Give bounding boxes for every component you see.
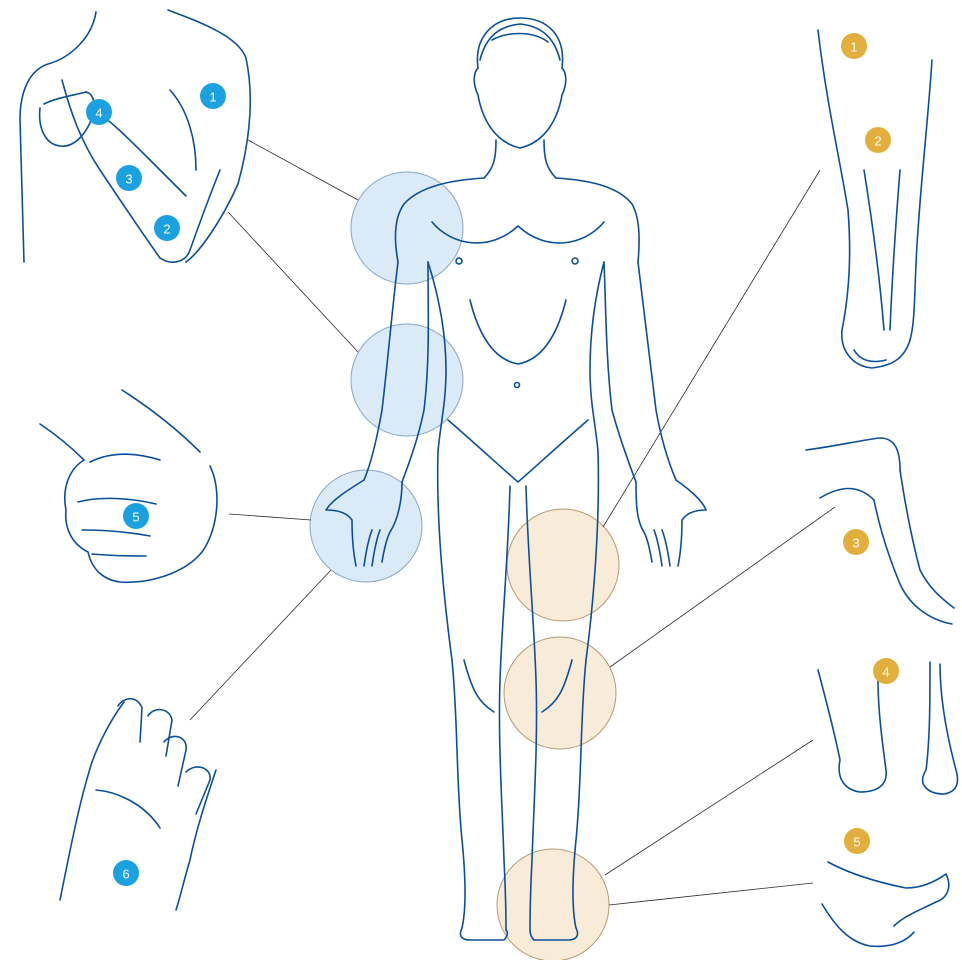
upper-badge-label: 1 [209, 90, 216, 105]
lower-badge-1: 1 [841, 33, 867, 59]
connector-elbow [228, 212, 358, 352]
hair [480, 24, 560, 60]
detail-ankle [822, 862, 949, 946]
upper-badge-4: 4 [86, 99, 112, 125]
ankle-zone [497, 849, 609, 960]
upper-badge-label: 5 [132, 510, 139, 525]
connector-shoulder [248, 140, 358, 200]
connector-toes [605, 740, 813, 875]
connectors [190, 140, 835, 905]
upper-badge-label: 2 [163, 222, 170, 237]
upper-badge-5: 5 [123, 503, 149, 529]
neck-right [544, 140, 556, 178]
lower-badge-label: 2 [874, 134, 881, 149]
upper-badge-2: 2 [154, 215, 180, 241]
connector-hip [603, 170, 820, 527]
upper-badge-label: 4 [95, 106, 102, 121]
detail-shoulder-elbow [20, 10, 250, 262]
right-arm-inner [604, 262, 636, 482]
shoulder-zone [351, 172, 463, 284]
lower-badge-3: 3 [843, 529, 869, 555]
right-hand [636, 480, 706, 566]
lower-badge-label: 1 [850, 40, 857, 55]
detail-legs [818, 30, 932, 368]
navel [515, 383, 520, 388]
upper-badge-1: 1 [200, 83, 226, 109]
lower-badge-5: 5 [844, 828, 870, 854]
right-arm-outer [638, 262, 676, 480]
right-shoulder [556, 178, 639, 262]
detail-fingers [60, 699, 216, 910]
head [474, 18, 566, 148]
right-nipple [572, 258, 578, 264]
lower-badge-label: 5 [853, 835, 860, 850]
lower-badge-label: 4 [882, 665, 889, 680]
lower-badge-label: 3 [852, 536, 859, 551]
upper-badge-6: 6 [113, 860, 139, 886]
connector-fingers [190, 570, 331, 720]
left-knee [464, 660, 494, 712]
left-leg-outer [438, 452, 465, 928]
wrist-zone [310, 470, 422, 582]
detail-knee [806, 438, 954, 624]
connector-ankle [609, 883, 813, 905]
upper-badge-label: 3 [125, 172, 132, 187]
left-foot [460, 928, 507, 940]
detail-fist [40, 390, 217, 582]
hip-zone [507, 509, 619, 621]
upper-badge-label: 6 [122, 867, 129, 882]
neck-left [484, 140, 496, 178]
lower-badge-2: 2 [865, 127, 891, 153]
upper-badge-3: 3 [116, 165, 142, 191]
abdomen [470, 300, 566, 364]
groin [448, 420, 588, 482]
left-nipple [456, 258, 462, 264]
torso-right [590, 262, 604, 452]
connector-fist [229, 514, 311, 520]
lower-badge-4: 4 [873, 658, 899, 684]
